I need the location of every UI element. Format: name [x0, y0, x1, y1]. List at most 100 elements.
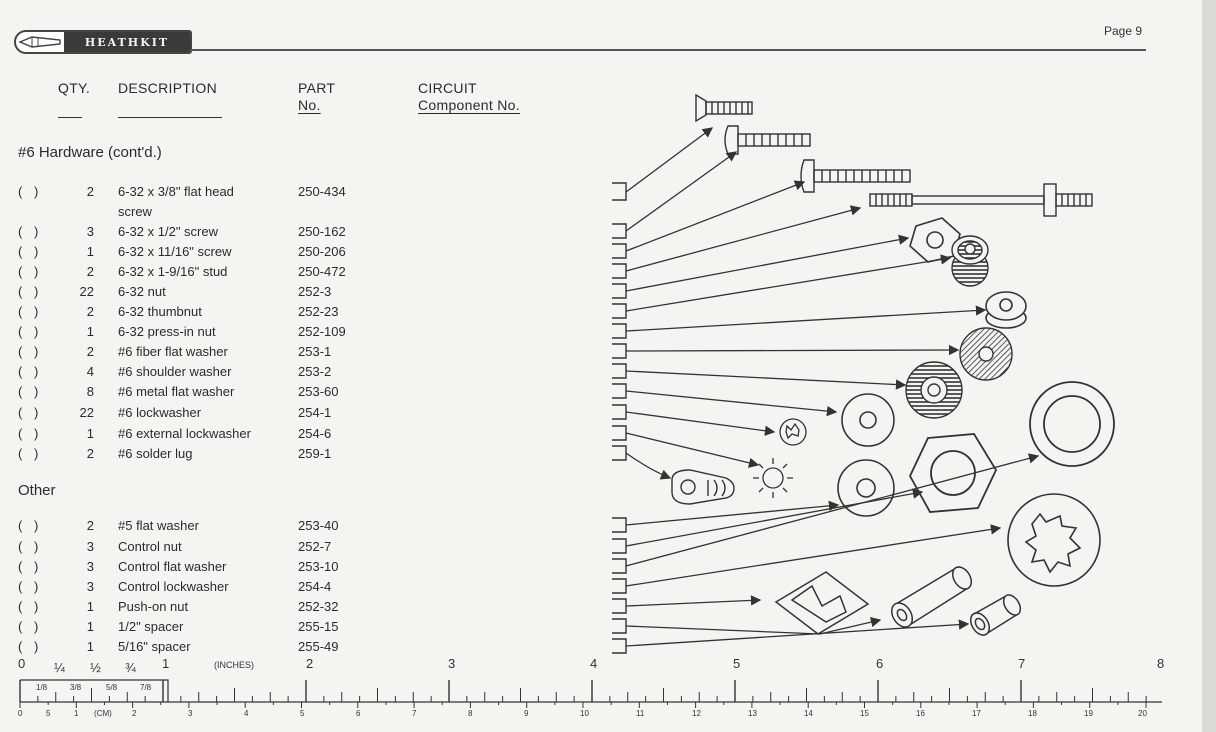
part-cell: 255-49	[298, 639, 339, 654]
checkbox-mark[interactable]: ( )	[18, 599, 43, 614]
description-cell: 6-32 x 1/2" screw	[118, 224, 218, 239]
checkbox-mark[interactable]: ( )	[18, 264, 43, 279]
measuring-ruler: 0 2 3 4 5 6 7 8 ¼ ½ ¾ 1 (INCHES) 1/8 3/8…	[18, 656, 1164, 718]
qty-cell: 3	[86, 579, 94, 594]
row-brackets	[612, 182, 627, 654]
checkbox-mark[interactable]: ( )	[18, 224, 43, 239]
description-cell: #6 metal flat washer	[118, 384, 235, 399]
inch-label: 2	[306, 656, 313, 671]
checkbox-mark[interactable]: ( )	[18, 324, 43, 339]
description-cell: Control lockwasher	[118, 579, 229, 594]
cm-label: 3	[188, 709, 193, 718]
checkbox-mark[interactable]: ( )	[18, 244, 43, 259]
qty-cell: 8	[86, 384, 94, 399]
cm-label: 9	[524, 709, 529, 718]
checkbox-mark[interactable]: ( )	[18, 364, 43, 379]
checkbox-mark[interactable]: ( )	[18, 426, 43, 441]
qty-cell: 22	[79, 284, 94, 299]
description-cell: #6 external lockwasher	[118, 426, 251, 441]
stud-icon	[869, 183, 1093, 217]
cm-unit-label: (CM)	[94, 709, 112, 718]
checkbox-mark[interactable]: ( )	[18, 559, 43, 574]
checkbox-mark[interactable]: ( )	[18, 304, 43, 319]
checkbox-mark[interactable]: ( )	[18, 518, 43, 533]
qty-cell: 2	[86, 264, 94, 279]
heathkit-logo: HEATHKIT	[14, 30, 192, 54]
eighth-label: 3/8	[70, 683, 82, 692]
checkbox-mark[interactable]: ( )	[18, 284, 43, 299]
qty-cell: 2	[86, 344, 94, 359]
cm-label: 7	[412, 709, 417, 718]
inch-label: 3	[448, 656, 455, 671]
control-lockwasher-icon	[1007, 493, 1101, 587]
external-lockwasher-icon	[753, 458, 793, 498]
eighth-label: 1/8	[36, 683, 48, 692]
qty-cell: 2	[86, 446, 94, 461]
cm-label: 4	[244, 709, 249, 718]
press-in-nut-icon	[985, 291, 1027, 329]
checkbox-mark[interactable]: ( )	[18, 184, 43, 199]
cm-label: 13	[748, 709, 757, 718]
part-cell: 255-15	[298, 619, 339, 634]
description-cell: Push-on nut	[118, 599, 189, 614]
checkbox-mark[interactable]: ( )	[18, 619, 43, 634]
description-cell: 5/16" spacer	[118, 639, 191, 654]
description-cell: #6 shoulder washer	[118, 364, 232, 379]
checkbox-mark[interactable]: ( )	[18, 579, 43, 594]
fiber-washer-icon	[959, 327, 1013, 381]
circuit-header-line1: CIRCUIT	[418, 80, 477, 96]
description-cell: Control flat washer	[118, 559, 227, 574]
logo-wordmark: HEATHKIT	[64, 32, 190, 52]
qty-cell: 1	[86, 324, 94, 339]
checkbox-mark[interactable]: ( )	[18, 344, 43, 359]
part-cell: 253-40	[298, 518, 339, 533]
description-cell: 6-32 x 11/16" screw	[118, 244, 232, 259]
description-cell: #6 solder lug	[118, 446, 193, 461]
control-nut-icon	[908, 433, 998, 513]
thumbnut-icon	[951, 235, 989, 287]
shoulder-washer-icon	[905, 361, 963, 419]
fraction-scale-frame	[20, 679, 169, 702]
circuit-header: CIRCUIT Component No.	[418, 80, 520, 114]
flat-head-screw-icon	[695, 93, 753, 123]
part-cell: 250-472	[298, 264, 346, 279]
qty-header-underline	[58, 117, 82, 118]
metal-flat-washer-icon	[841, 393, 895, 447]
description-cell: 6-32 x 1-9/16" stud	[118, 264, 228, 279]
cm-label: 1	[74, 709, 79, 718]
part-cell: 250-206	[298, 244, 346, 259]
checkbox-mark[interactable]: ( )	[18, 405, 43, 420]
description-cell-continued: screw	[118, 204, 152, 219]
inch-label: 4	[590, 656, 597, 671]
inch-label: 6	[876, 656, 883, 671]
description-cell: #5 flat washer	[118, 518, 199, 533]
logo-emblem-icon	[16, 32, 64, 52]
checkbox-mark[interactable]: ( )	[18, 446, 43, 461]
cm-label: 10	[580, 709, 589, 718]
inch-label: 8	[1157, 656, 1164, 671]
part-cell: 252-3	[298, 284, 332, 299]
cm-label: 8	[468, 709, 473, 718]
checkbox-mark[interactable]: ( )	[18, 539, 43, 554]
page-edge	[1202, 0, 1216, 732]
description-cell: 6-32 thumbnut	[118, 304, 202, 319]
description-cell: #6 lockwasher	[118, 405, 202, 420]
eighth-label: 7/8	[140, 683, 152, 692]
cm-label: 11	[636, 709, 645, 718]
description-cell: 1/2" spacer	[118, 619, 184, 634]
description-cell: 6-32 nut	[118, 284, 166, 299]
pan-head-screw-icon	[724, 125, 811, 155]
cm-label: 6	[356, 709, 361, 718]
qty-cell: 2	[86, 184, 94, 199]
checkbox-mark[interactable]: ( )	[18, 639, 43, 654]
part-cell: 254-1	[298, 405, 332, 420]
part-cell: 259-1	[298, 446, 332, 461]
description-cell: #6 fiber flat washer	[118, 344, 228, 359]
control-flat-washer-icon	[1029, 381, 1115, 467]
description-header-underline	[118, 117, 222, 118]
header-rule	[190, 49, 1146, 51]
checkbox-mark[interactable]: ( )	[18, 384, 43, 399]
section-title-other: Other	[18, 482, 56, 499]
eighth-label: 5/8	[106, 683, 118, 692]
inch-label: 7	[1018, 656, 1025, 671]
